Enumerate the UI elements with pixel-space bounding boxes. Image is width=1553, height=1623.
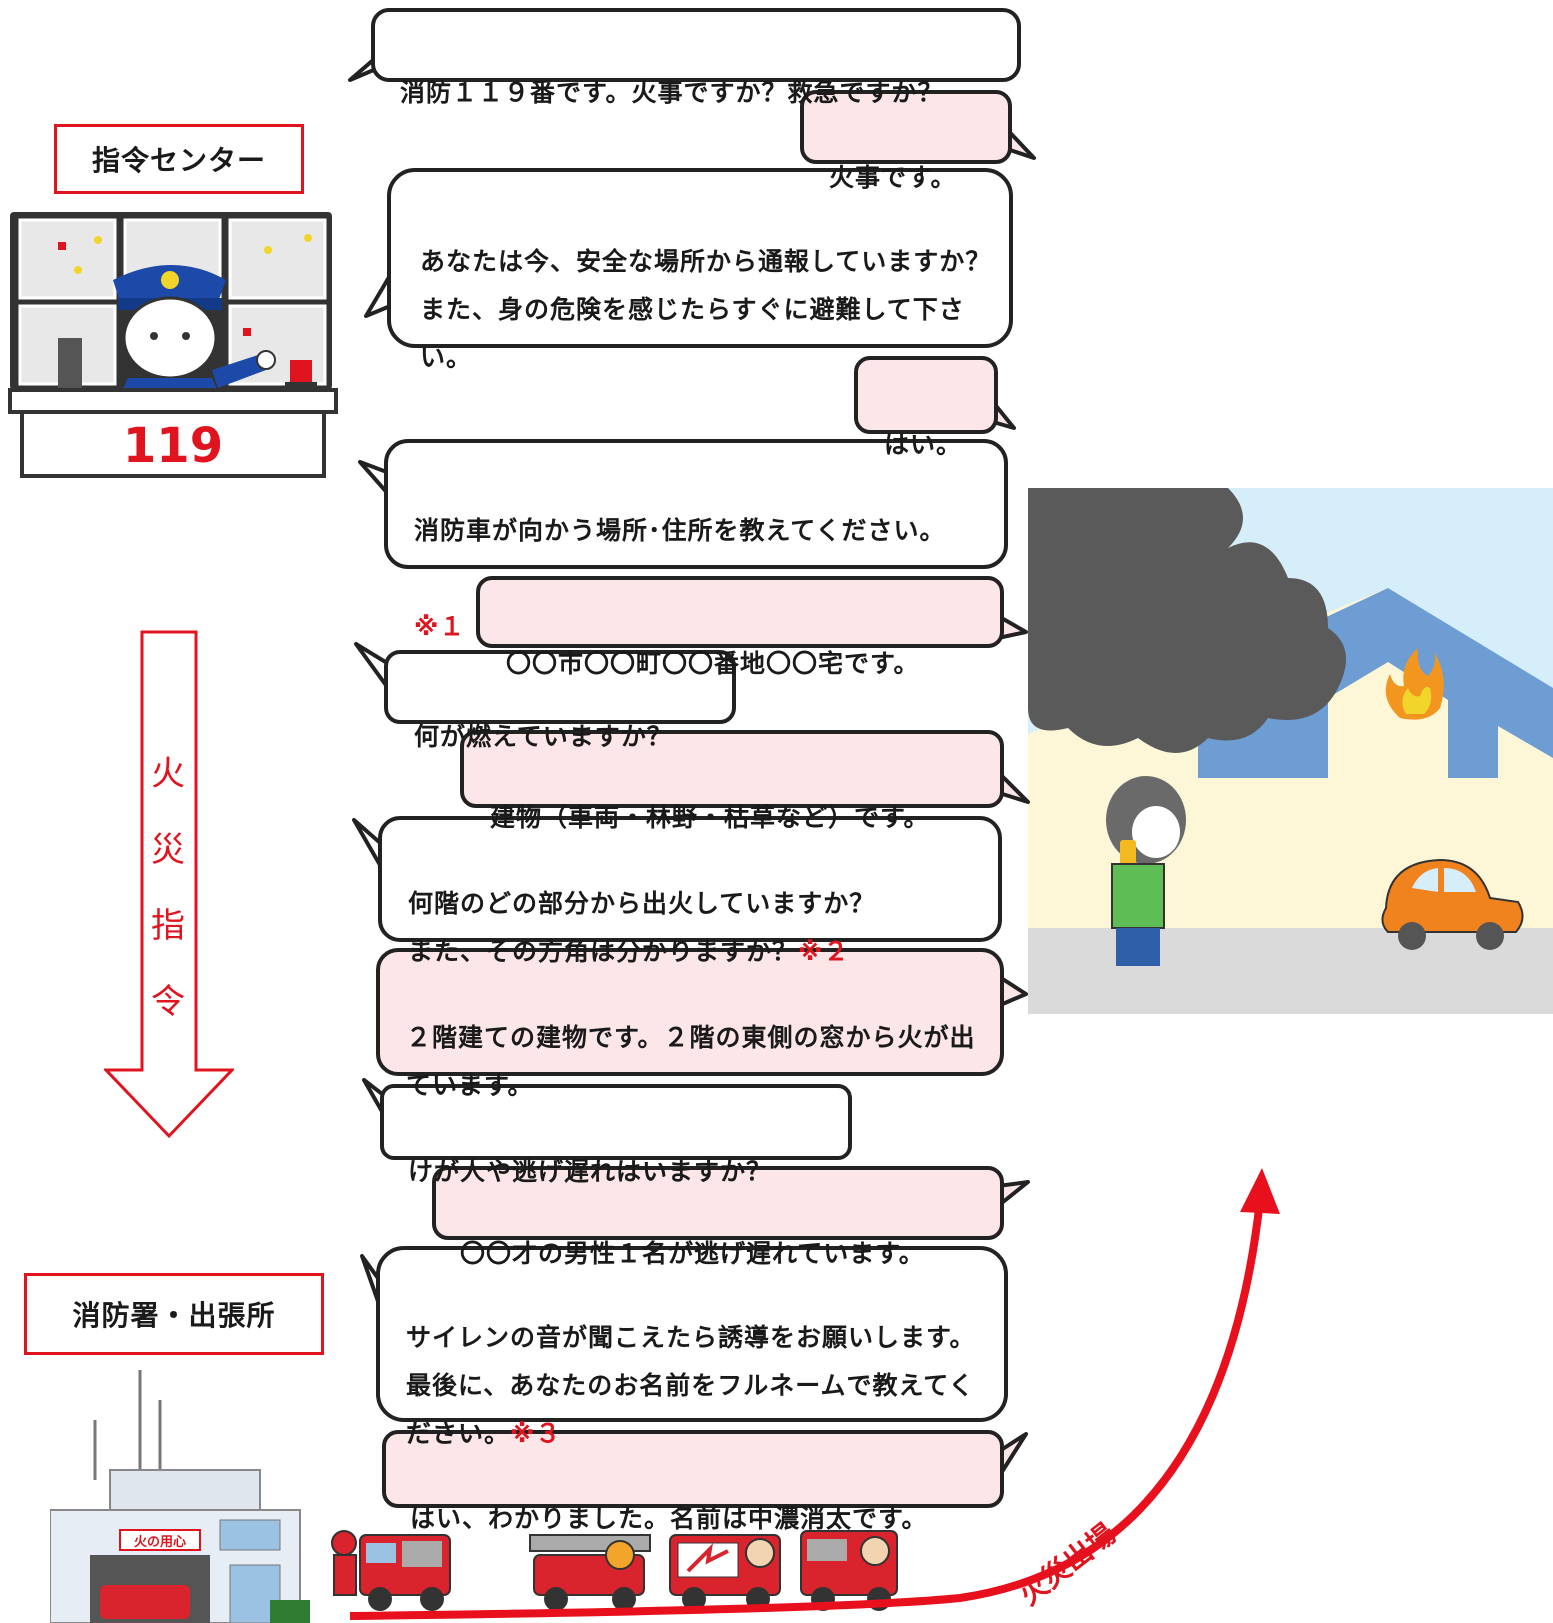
dialogue-line-3: あなたは今、安全な場所から通報していますか？また、身の危険を感じたらすぐに避難し…	[420, 190, 992, 382]
dialogue-text-13: サイレンの音が聞こえたら誘導をお願いします。最後に、あなたのお名前をフルネームで…	[406, 1323, 976, 1448]
dialogue-line-12: 〇〇才の男性１名が逃げ遅れています。	[460, 1182, 990, 1278]
dialogue-line-4: はい。	[884, 373, 984, 469]
bubble-shape-1	[348, 47, 388, 82]
dispatch-arrow	[349, 1168, 1280, 1620]
dialogue-text-10: ２階建ての建物です。２階の東側の窓から火が出ています。	[406, 1023, 976, 1100]
rescue-truck	[669, 1534, 781, 1611]
dialogue-line-9: 何階のどの部分から出火していますか？ また、その方角は分かりますか？※２	[408, 832, 988, 976]
dialogue-text-6: 〇〇市〇〇町〇〇番地〇〇宅です。	[506, 649, 920, 678]
bubble-shape-11	[362, 1078, 392, 1124]
fire-scene-illustration	[1028, 488, 1553, 1014]
dialogue-line-14: はい、わかりました。名前は中濃消太です。	[410, 1447, 996, 1543]
dialogue-text-9: 何階のどの部分から出火していますか？ また、その方角は分かりますか？	[408, 889, 876, 966]
console-number: 119	[123, 418, 223, 474]
station-sign: 火の用心	[134, 1535, 186, 1550]
fire-command-char-2: 災	[151, 830, 185, 870]
dialogue-line-8: 建物（車両・林野・枯草など）です。	[490, 746, 1000, 842]
bubble-shape-6	[996, 614, 1028, 640]
bubble-shape-4	[984, 394, 1016, 430]
bubble-shape-2	[996, 120, 1036, 160]
dialogue-text-1: 消防１１９番です。火事ですか？救急ですか？	[400, 78, 944, 107]
fire-engine-pump-1	[331, 1530, 451, 1611]
dialogue-line-7: 何が燃えていますか？	[414, 665, 724, 761]
bubble-shape-7	[354, 642, 394, 690]
dialogue-line-6: 〇〇市〇〇町〇〇番地〇〇宅です。	[506, 592, 996, 688]
fire-command-char-4: 令	[151, 982, 185, 1022]
dialogue-text-7: 何が燃えていますか？	[414, 722, 673, 751]
command-center-label-text: 指令センター	[91, 144, 266, 177]
dialogue-text-5: 消防車が向かう場所･住所を教えてください。	[414, 516, 946, 545]
dialogue-note-9: ※２	[798, 937, 850, 966]
command-center-label: 指令センター	[54, 124, 304, 194]
dialogue-text-3: あなたは今、安全な場所から通報していますか？また、身の危険を感じたらすぐに避難し…	[420, 247, 992, 372]
dialogue-line-11: けが人や逃げ遅れはいますか？	[408, 1100, 838, 1196]
dialogue-line-1: 消防１１９番です。火事ですか？救急ですか？	[400, 21, 1010, 117]
dialogue-line-5: 消防車が向かう場所･住所を教えてください。 ※１	[414, 459, 994, 651]
dialogue-line-10: ２階建ての建物です。２階の東側の窓から火が出ています。	[406, 966, 982, 1110]
fire-station-illustration: 火の用心	[50, 1370, 310, 1623]
bubble-shape-5	[358, 460, 394, 498]
ladder-truck	[529, 1534, 651, 1611]
fire-command-char-3: 指	[151, 906, 185, 946]
fire-command-arrow	[104, 630, 234, 1139]
dialogue-note-5: ※１	[414, 612, 466, 641]
dialogue-text-8: 建物（車両・林野・枯草など）です。	[490, 803, 930, 832]
dispatcher-illustration: 119	[8, 212, 338, 478]
dialogue-text-11: けが人や逃げ遅れはいますか？	[408, 1157, 773, 1186]
fire-station-label: 消防署・出張所	[24, 1273, 324, 1355]
dialogue-line-13: サイレンの音が聞こえたら誘導をお願いします。最後に、あなたのお名前をフルネームで…	[406, 1266, 990, 1458]
bubble-shape-8	[994, 768, 1030, 804]
dialogue-text-14: はい、わかりました。名前は中濃消太です。	[410, 1504, 928, 1533]
fire-command-char-1: 火	[151, 754, 185, 794]
bubble-shape-3	[364, 260, 402, 318]
dialogue-note-13: ※３	[510, 1419, 562, 1448]
dialogue-text-4: はい。	[884, 430, 963, 459]
dialogue-line-2: 火事です。	[829, 106, 999, 202]
bubble-shape-10	[996, 974, 1028, 1008]
dialogue-text-2: 火事です。	[829, 163, 957, 192]
bubble-shape-9	[352, 818, 388, 874]
dialogue-text-12: 〇〇才の男性１名が逃げ遅れています。	[460, 1239, 925, 1268]
fire-station-label-text: 消防署・出張所	[72, 1299, 276, 1332]
